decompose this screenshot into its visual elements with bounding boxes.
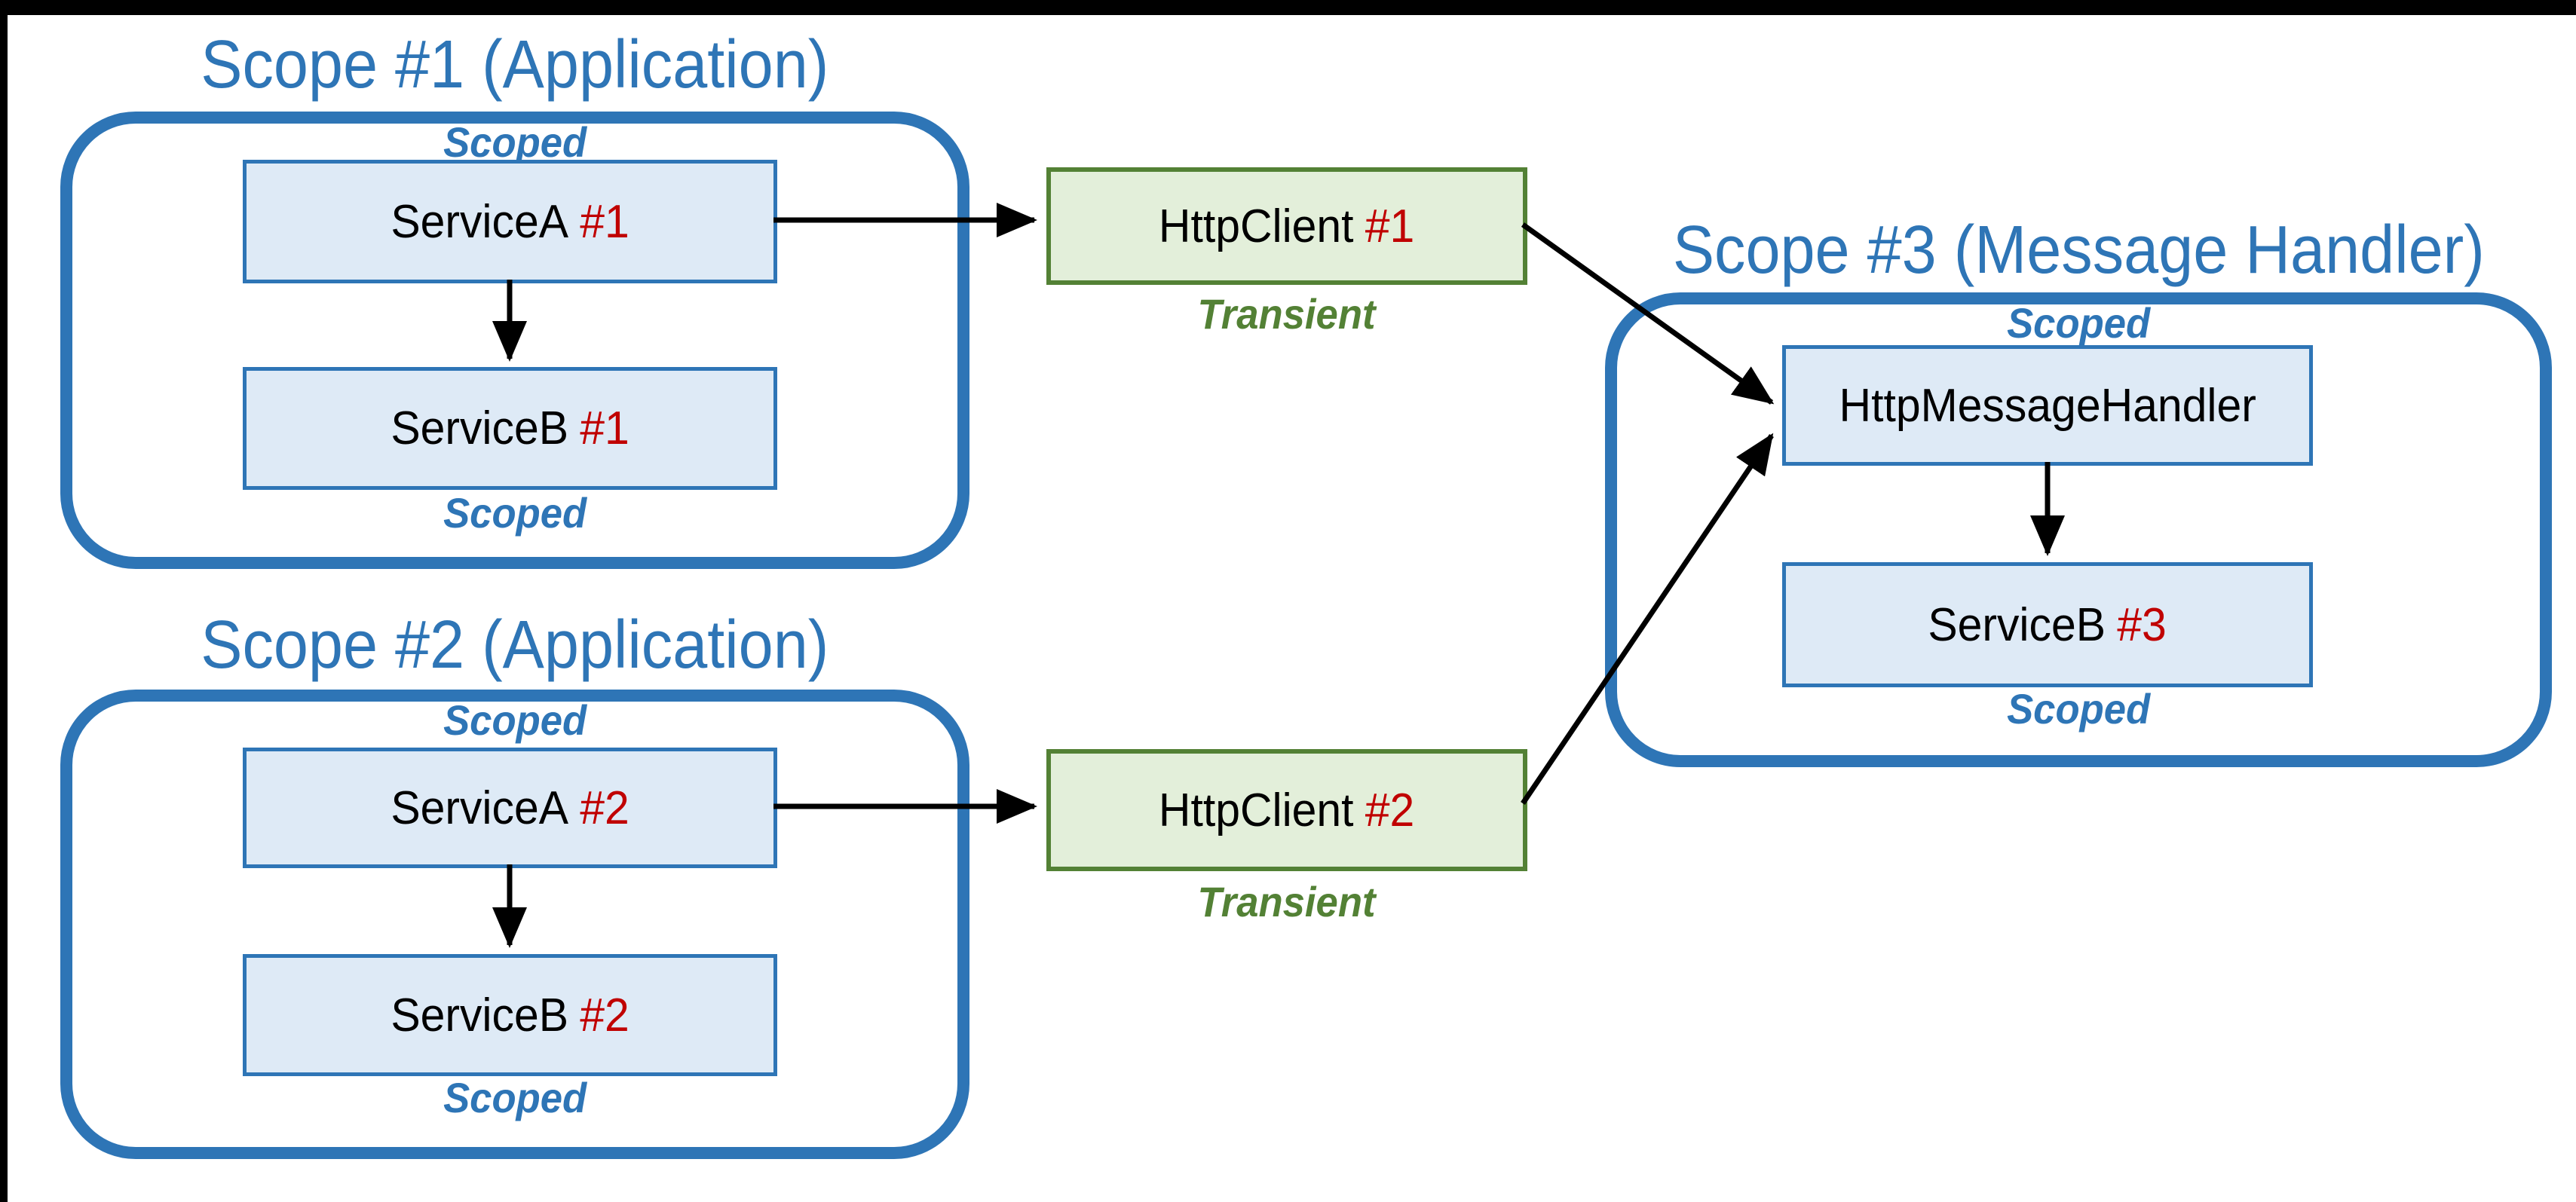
box-httpclient-1-label: HttpClient xyxy=(1159,200,1354,252)
scope3-scoped-label-bottom: Scoped xyxy=(2006,685,2151,733)
httpclient-1-transient-label: Transient xyxy=(1198,290,1376,338)
box-serviceb-3-label: ServiceB xyxy=(1928,598,2106,651)
box-httpclient-2-instance: #2 xyxy=(1365,784,1415,837)
letterbox-top xyxy=(0,0,2576,15)
box-serviceb-2: ServiceB#2 xyxy=(243,954,777,1076)
scope1-scoped-label-bottom: Scoped xyxy=(443,489,587,537)
box-httpclient-1-instance: #1 xyxy=(1365,200,1415,252)
box-servicea-1-instance: #1 xyxy=(580,195,629,248)
box-serviceb-3: ServiceB#3 xyxy=(1782,562,2313,687)
scope2-scoped-label-top: Scoped xyxy=(443,696,587,744)
scope1-boundary xyxy=(60,112,969,569)
box-serviceb-1: ServiceB#1 xyxy=(243,367,777,490)
scope3-title: Scope #3 (Message Handler) xyxy=(1672,213,2485,288)
scope2-scoped-label-bottom: Scoped xyxy=(443,1074,587,1121)
box-httpclient-2-label: HttpClient xyxy=(1159,784,1354,837)
box-httpclient-1: HttpClient#1 xyxy=(1046,167,1527,285)
letterbox-left xyxy=(0,0,8,1202)
box-httpmessagehandler: HttpMessageHandler xyxy=(1782,345,2313,466)
box-servicea-1: ServiceA#1 xyxy=(243,160,777,283)
scope3-scoped-label-top: Scoped xyxy=(2006,299,2151,347)
box-httpclient-2: HttpClient#2 xyxy=(1046,749,1527,871)
box-serviceb-2-label: ServiceB xyxy=(391,989,568,1041)
box-serviceb-2-instance: #2 xyxy=(580,989,629,1041)
box-serviceb-1-label: ServiceB xyxy=(391,402,568,454)
box-servicea-2-label: ServiceA xyxy=(391,781,568,834)
scope2-title: Scope #2 (Application) xyxy=(201,607,829,683)
httpclient-2-transient-label: Transient xyxy=(1198,878,1376,925)
box-servicea-2-instance: #2 xyxy=(580,781,629,834)
scope2-boundary xyxy=(60,690,969,1159)
box-servicea-2: ServiceA#2 xyxy=(243,748,777,868)
box-serviceb-1-instance: #1 xyxy=(580,402,629,454)
box-servicea-1-label: ServiceA xyxy=(391,195,568,248)
box-serviceb-3-instance: #3 xyxy=(2117,598,2167,651)
scope1-scoped-label-top: Scoped xyxy=(443,118,587,166)
scope1-title: Scope #1 (Application) xyxy=(201,27,829,102)
box-httpmessagehandler-label: HttpMessageHandler xyxy=(1839,379,2256,432)
